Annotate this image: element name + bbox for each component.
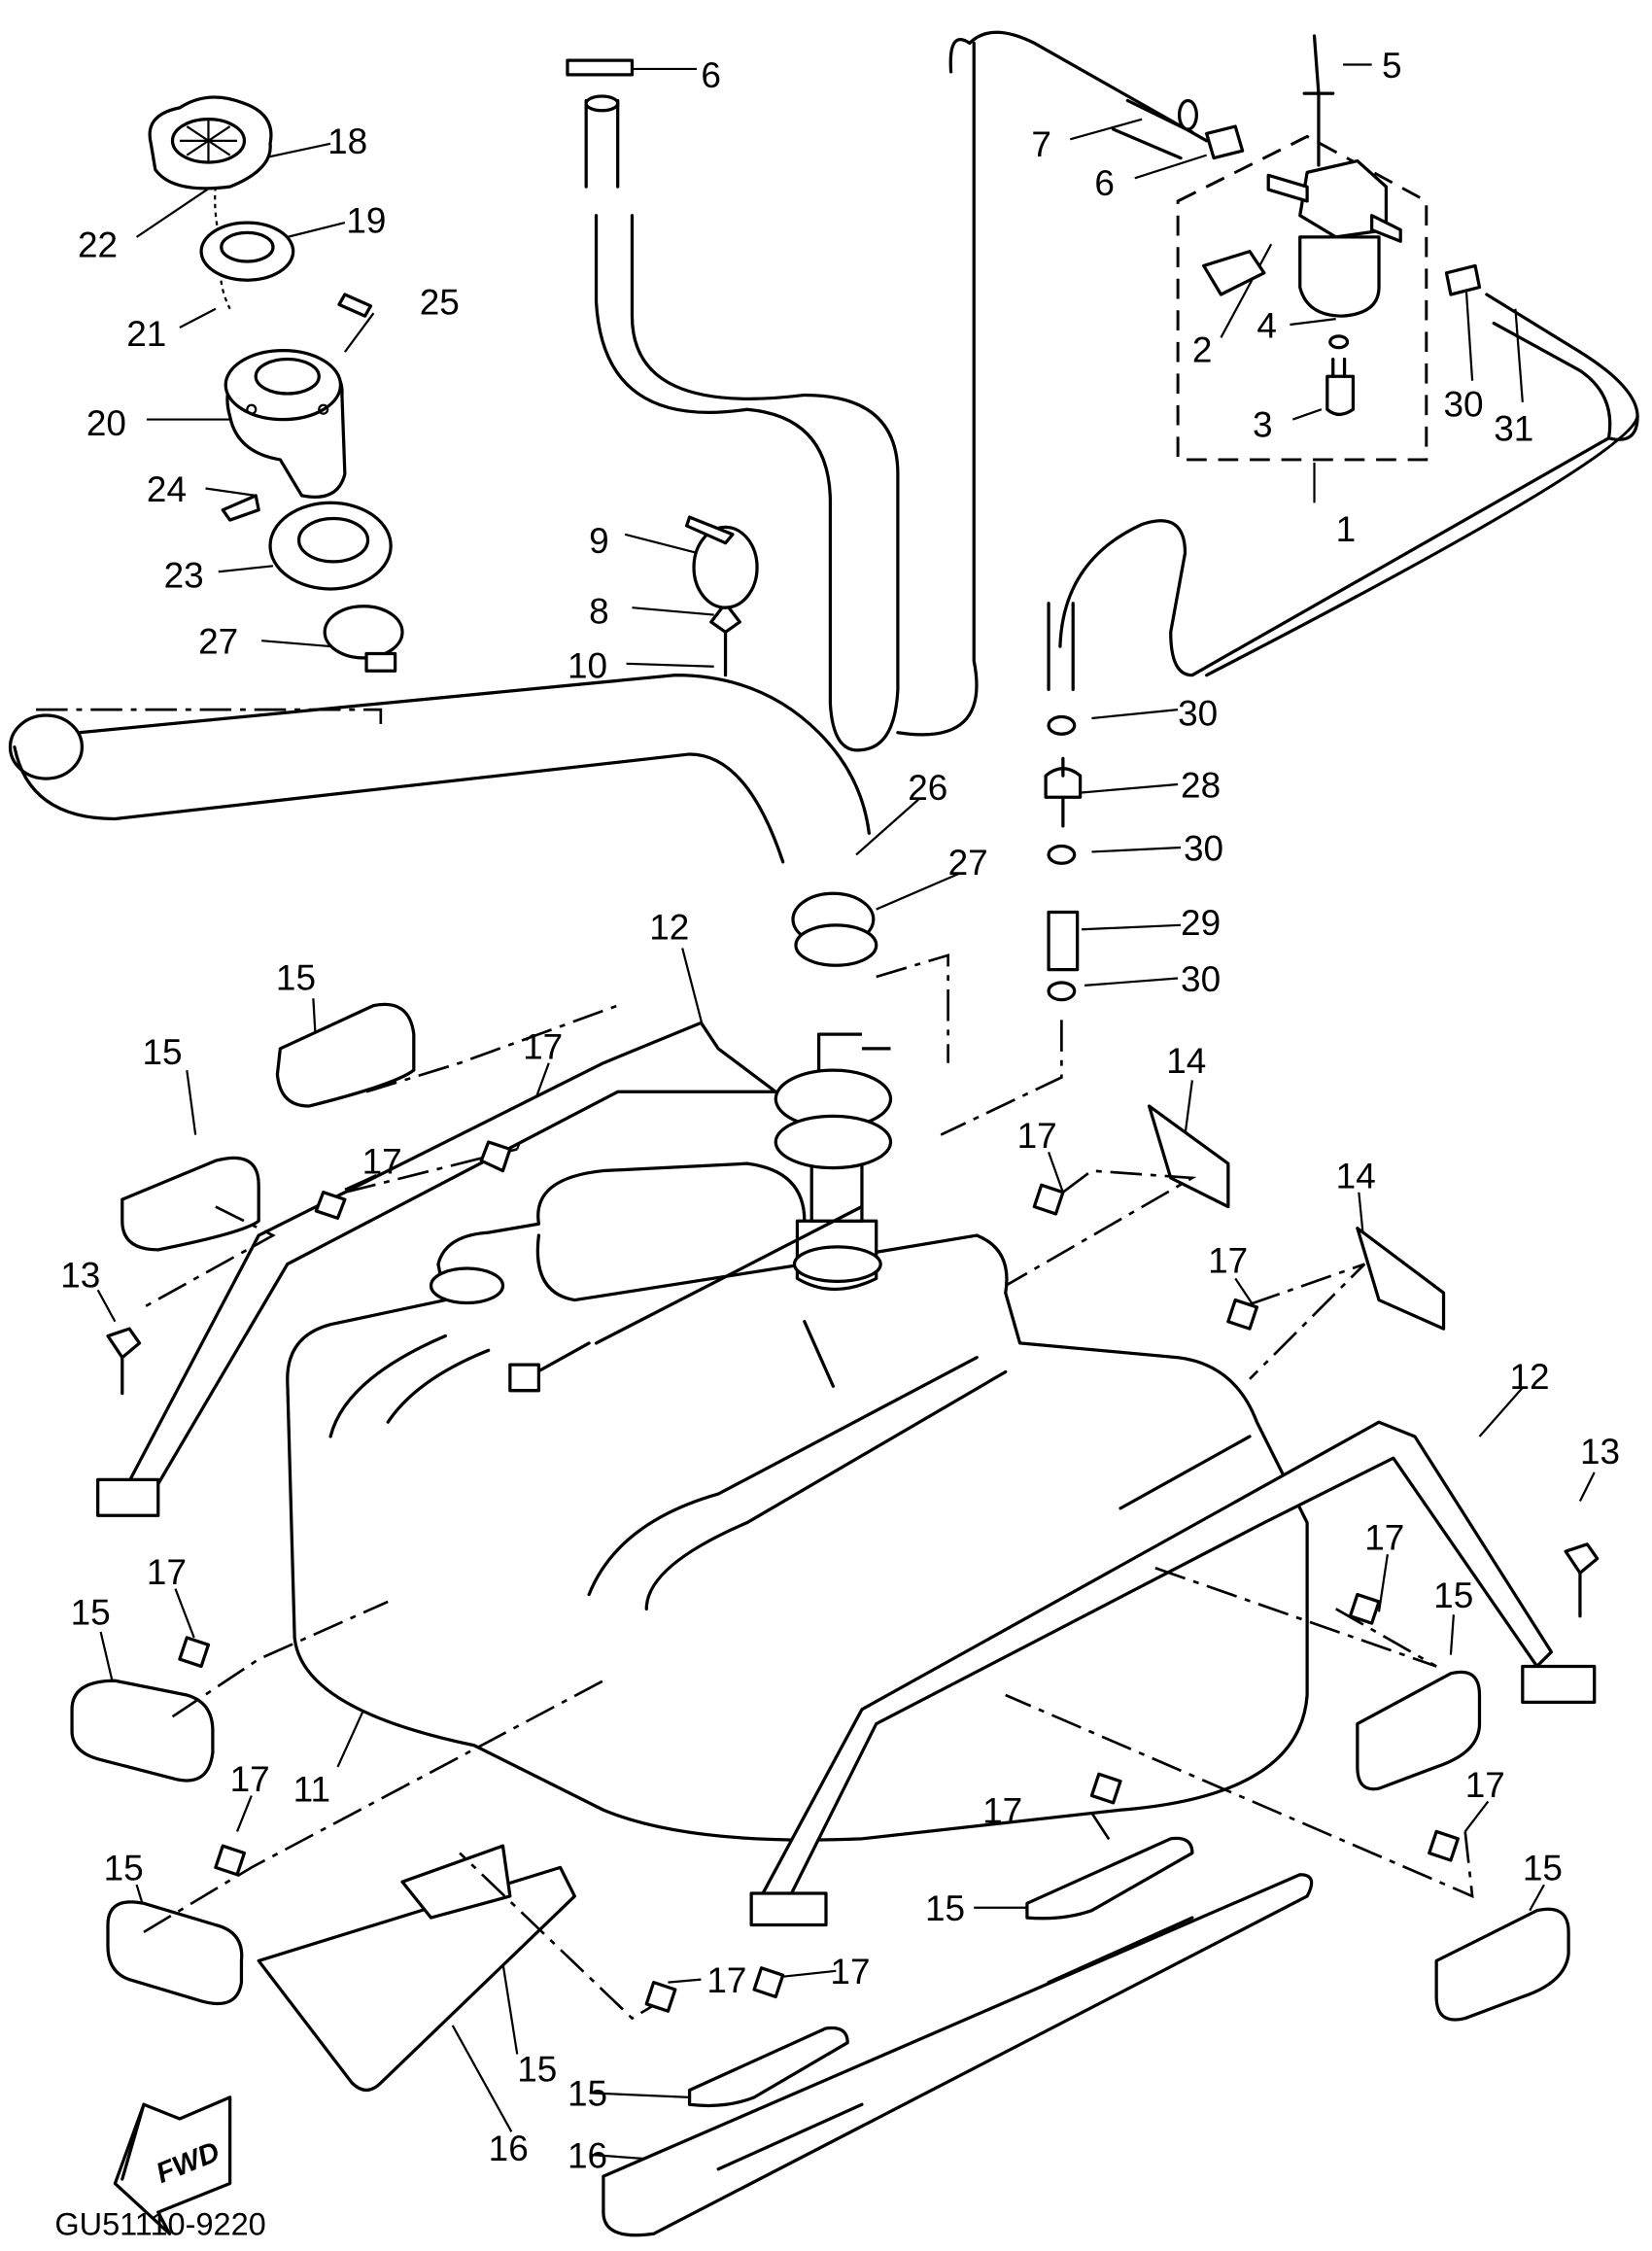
callout-label: 1 [1336,509,1357,549]
callout-label: 16 [489,2129,529,2168]
callout-label: 17 [147,1552,187,1592]
callout-label: 17 [1208,1240,1248,1280]
callout-label: 15 [71,1593,111,1633]
rubber-pads [70,1002,1570,2108]
callout-label: 27 [948,843,988,883]
pin-fasteners [178,1140,1460,2013]
callout-label: 15 [925,1888,965,1928]
gasket [268,501,393,591]
filler-hose [8,674,949,1063]
callout-label: 15 [1433,1576,1473,1615]
mounting-plates [257,1844,1314,2237]
callout-label: 17 [982,1791,1022,1831]
callout-label: 29 [1181,903,1221,943]
callout-label: 6 [701,55,721,95]
callout-label: 7 [1031,124,1051,164]
callout-label: 8 [589,591,609,631]
callout-label: 26 [908,768,947,808]
callout-label: 3 [1253,404,1273,444]
callout-label: 21 [126,314,166,354]
callout-label: 2 [1192,329,1213,369]
callout-label: 12 [649,908,689,948]
filler-cap [148,95,273,310]
fuel-tank [286,1032,1309,1842]
fuel-filter-assembly [1111,34,1639,462]
callout-label: 14 [1166,1041,1206,1081]
callout-label: 10 [568,646,607,686]
callout-label: 27 [198,621,238,661]
callout-label: 17 [706,1960,746,2000]
callout-label: 17 [1017,1116,1057,1156]
callout-label: 15 [104,1849,144,1888]
callout-label: 22 [78,225,118,265]
callout-label: 28 [1181,765,1221,805]
callout-label: 11 [293,1769,330,1809]
return-hose-line [940,414,1639,1136]
callout-label: 30 [1181,959,1221,999]
callout-label: 31 [1494,409,1533,449]
callout-label: 15 [517,2050,557,2090]
callout-label: 17 [1465,1765,1505,1805]
callout-label: 15 [142,1032,182,1072]
callout-label: 9 [589,521,609,561]
callout-label: 14 [1336,1156,1376,1195]
callout-label: 12 [1510,1357,1550,1397]
callout-label: 24 [147,469,187,509]
callout-label: 25 [420,283,460,323]
tank-straps [96,1021,1597,1927]
callout-label: 15 [568,2074,607,2114]
forward-arrow-icon: FWD [113,2095,232,2235]
callout-label: 4 [1256,305,1277,345]
callout-label: 5 [1382,46,1402,86]
clamp-9 [685,515,759,609]
callout-label: 13 [1580,1432,1620,1472]
drawing-code: GU51110-9220 [54,2207,265,2242]
vent-hose [566,30,1209,752]
callout-label: 18 [327,121,367,161]
callout-label: 30 [1184,828,1223,868]
callout-labels: 5 6 18 7 6 22 19 2 4 25 21 30 31 3 20 1 … [60,46,1620,2175]
callout-label: 30 [1444,385,1484,425]
callout-label: 20 [86,403,126,443]
hose-clamp-upper [323,605,404,673]
screws [221,293,741,677]
callout-label: 17 [1364,1518,1404,1558]
callout-label: 13 [60,1255,100,1295]
callout-label: 30 [1178,693,1218,733]
filler-ring [199,221,295,282]
callout-label: 17 [523,1026,563,1066]
bolts [106,1327,1600,1618]
callout-label: 16 [568,2135,607,2175]
callout-label: 17 [362,1142,402,1182]
callout-label: 17 [830,1952,870,1991]
filler-neck [224,349,347,499]
callout-label: 23 [164,555,204,595]
callout-label: 15 [276,957,316,997]
callout-label: 19 [346,200,386,240]
callout-label: 15 [1523,1849,1563,1888]
callout-label: 17 [230,1759,270,1799]
callout-label: 6 [1094,163,1115,203]
guide-lines [143,1004,1474,2021]
